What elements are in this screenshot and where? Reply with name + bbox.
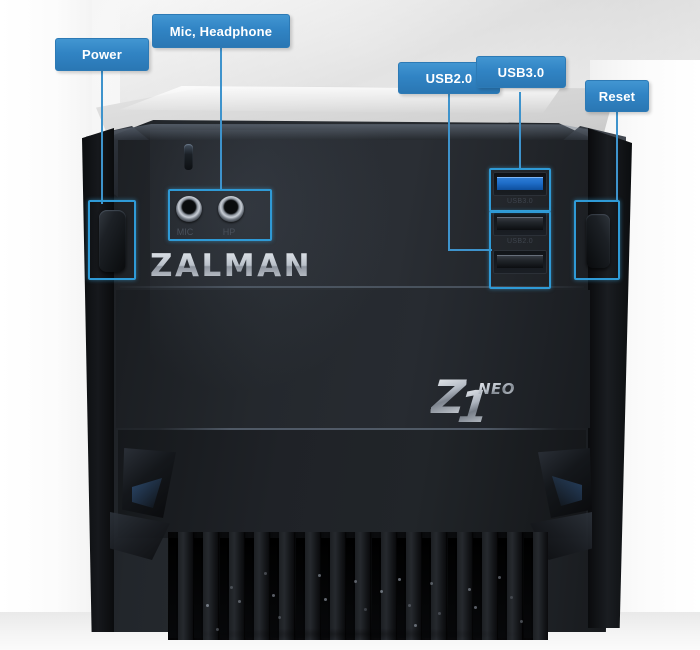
callout-reset-label: Reset <box>599 90 635 103</box>
background-floor <box>0 612 700 650</box>
background-right-highlight <box>590 60 700 612</box>
reset-button[interactable] <box>586 214 610 268</box>
background-left-highlight <box>0 0 92 612</box>
leader-line-usb20-horz <box>448 249 492 251</box>
leader-line-power <box>101 66 103 204</box>
callout-power[interactable]: Power <box>55 38 149 71</box>
callout-power-label: Power <box>82 48 122 61</box>
leader-line-reset <box>616 110 618 200</box>
leader-line-mic-headphone <box>220 46 222 190</box>
callout-usb30[interactable]: USB3.0 <box>476 56 566 88</box>
highlight-box-audio-jacks[interactable] <box>168 189 272 241</box>
callout-usb30-label: USB3.0 <box>498 66 545 79</box>
callout-usb20-label: USB2.0 <box>426 72 473 85</box>
power-button[interactable] <box>99 210 126 272</box>
callout-reset[interactable]: Reset <box>585 80 649 112</box>
leader-line-usb20-vert <box>448 92 450 250</box>
leader-line-usb30 <box>519 92 521 170</box>
callout-mic-headphone[interactable]: Mic, Headphone <box>152 14 290 48</box>
highlight-box-usb3-port[interactable] <box>489 168 551 212</box>
highlight-box-usb2-ports[interactable] <box>489 211 551 289</box>
callout-mic-headphone-label: Mic, Headphone <box>170 25 272 38</box>
